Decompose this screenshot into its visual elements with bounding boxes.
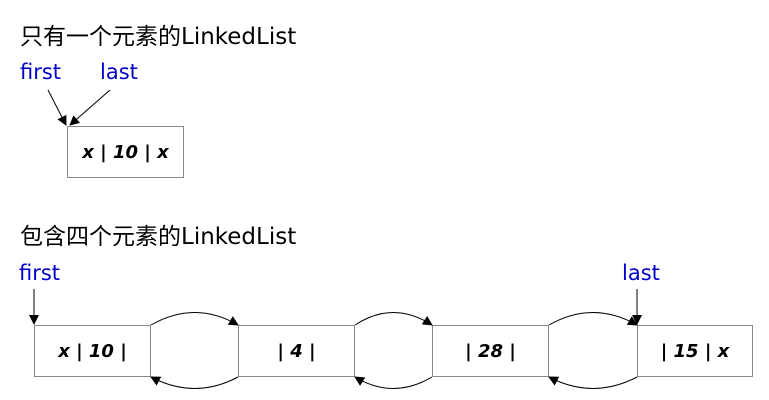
last-pointer-arrow	[69, 89, 111, 126]
diagram-1-node: x | 10 | x	[67, 126, 184, 178]
prev-link-arrow	[354, 376, 433, 389]
diagram-1-first-label: first	[20, 60, 62, 84]
first-pointer-arrow	[47, 89, 67, 126]
prev-link-arrow	[150, 376, 239, 389]
diagram-2-node-1: x | 10 |	[34, 325, 151, 377]
diagram-2-title: 包含四个元素的LinkedList	[20, 224, 297, 250]
diagram-2-node-2: | 4 |	[238, 325, 355, 377]
diagram-1-title: 只有一个元素的LinkedList	[20, 24, 297, 50]
diagram-1-last-label: last	[100, 60, 138, 84]
next-link-arrow	[548, 312, 638, 326]
prev-link-arrow	[548, 376, 638, 389]
next-link-arrow	[354, 312, 433, 326]
next-link-arrow	[150, 312, 239, 326]
diagram-2-last-label: last	[622, 261, 660, 285]
diagram-2-node-4: | 15 | x	[637, 325, 753, 377]
diagram-2-node-3: | 28 |	[432, 325, 549, 377]
diagram-2-first-label: first	[19, 261, 61, 285]
